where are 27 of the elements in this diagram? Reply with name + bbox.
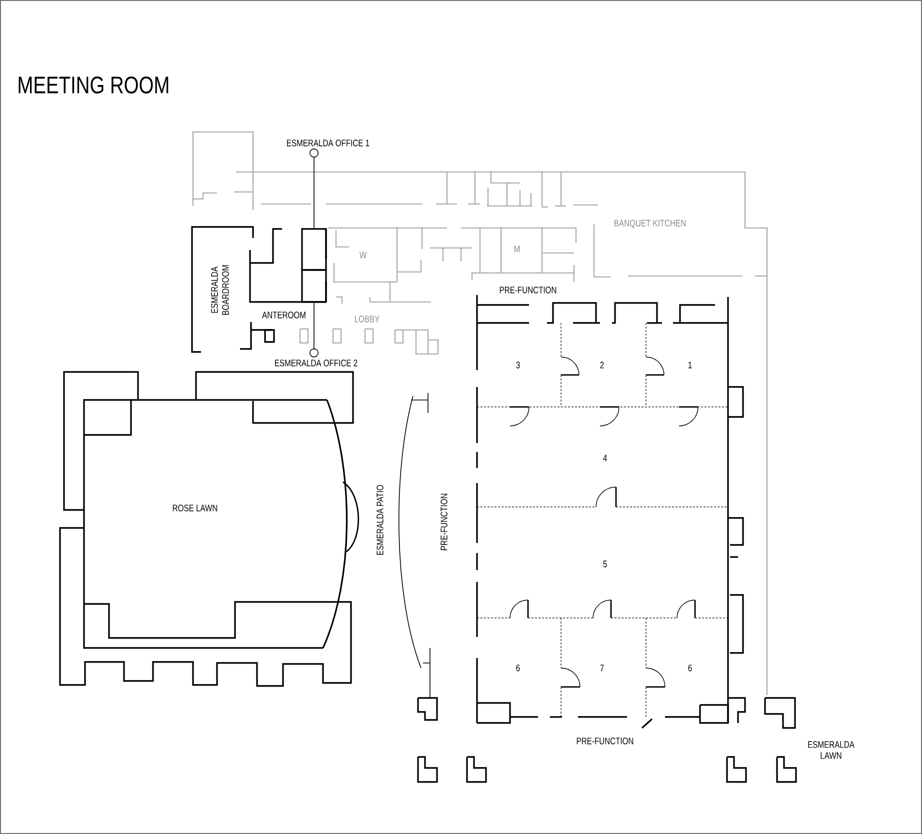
room-label: 5 — [603, 560, 607, 568]
room-label: 6 — [516, 664, 520, 672]
room-label: ESMERALDA OFFICE 1 — [287, 140, 370, 146]
room-label: 7 — [600, 664, 604, 672]
room-label: PRE-FUNCTION — [500, 286, 556, 294]
office-room — [301, 269, 327, 303]
room-label: ESMERALDA BOARDROOM — [211, 265, 229, 315]
room-label: 3 — [516, 362, 520, 368]
room-label: BANQUET KITCHEN — [614, 220, 686, 228]
room-label: 2 — [600, 362, 604, 368]
room-label: ANTEROOM — [262, 312, 306, 318]
room-label: ESMERALDA PATIO — [376, 485, 384, 555]
title: MEETING ROOM — [18, 76, 168, 94]
room-label: 4 — [603, 454, 607, 462]
room-label: PRE-FUNCTION — [576, 738, 634, 744]
room-label: ROSE LAWN — [172, 504, 218, 512]
office-room — [301, 228, 327, 271]
room-label: LOBBY — [354, 316, 380, 322]
room-label: 1 — [688, 362, 692, 368]
room-label: ESMERALDA OFFICE 2 — [275, 360, 358, 366]
leader-line — [310, 148, 318, 229]
room-label: ESMERALDA LAWN — [808, 741, 854, 759]
room-label: PRE-FUNCTION — [440, 494, 448, 550]
leader-line — [310, 302, 318, 358]
room-label: W — [359, 252, 367, 258]
room-label: 6 — [688, 664, 692, 672]
room-label: M — [514, 246, 520, 252]
